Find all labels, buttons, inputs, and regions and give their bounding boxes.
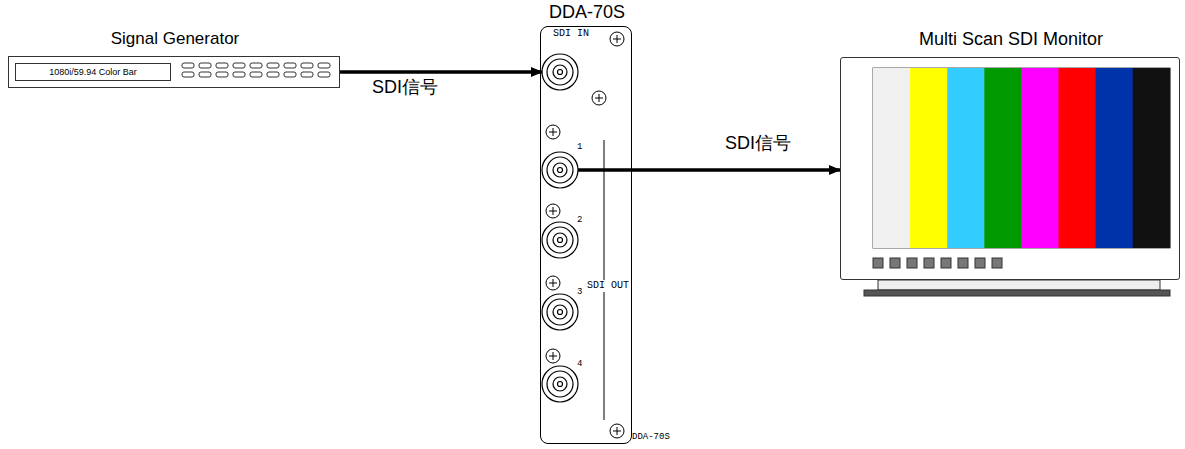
color-bar bbox=[1096, 68, 1134, 248]
port-number: 2 bbox=[577, 216, 582, 225]
screw-cross bbox=[595, 94, 603, 102]
monitor-button bbox=[873, 258, 883, 268]
bnc-pin bbox=[558, 310, 563, 315]
color-bar bbox=[984, 68, 1022, 248]
monitor-button bbox=[907, 258, 917, 268]
generator-button bbox=[182, 63, 194, 68]
generator-button bbox=[233, 72, 245, 77]
color-bar bbox=[1021, 68, 1059, 248]
signal-arrow bbox=[578, 168, 840, 172]
generator-button bbox=[267, 63, 279, 68]
bnc-pin bbox=[558, 70, 563, 75]
dda-card: DDA-70S bbox=[540, 26, 632, 444]
monitor-button bbox=[975, 258, 985, 268]
color-bar bbox=[1133, 68, 1171, 248]
bnc-connectors bbox=[542, 54, 578, 402]
screw bbox=[610, 424, 624, 438]
monitor-button bbox=[924, 258, 934, 268]
bnc-ring bbox=[547, 59, 573, 85]
generator-display: 1080i/59.94 Color Bar bbox=[15, 63, 171, 81]
port-number: 4 bbox=[577, 360, 582, 369]
panel-screws bbox=[546, 32, 624, 438]
node-text: Multi Scan SDI Monitor bbox=[821, 29, 1185, 50]
bnc-outer bbox=[542, 54, 578, 90]
bnc-inner bbox=[553, 163, 567, 177]
screw-cross bbox=[613, 427, 621, 435]
bnc-ring bbox=[547, 157, 573, 183]
generator-button bbox=[301, 63, 313, 68]
bnc-outer bbox=[542, 152, 578, 188]
signal-arrow bbox=[340, 70, 542, 74]
port-number: 1 bbox=[577, 143, 582, 152]
monitor-housing: Multi Scan SDI Monitor bbox=[840, 57, 1180, 280]
monitor-button bbox=[992, 258, 1002, 268]
generator-button bbox=[199, 63, 211, 68]
panel-label: DDA-70S bbox=[632, 433, 670, 442]
generator-button bbox=[284, 63, 296, 68]
bnc-pin bbox=[558, 382, 563, 387]
edge-label: SDI信号 bbox=[372, 78, 438, 96]
generator-button bbox=[216, 63, 228, 68]
port-number: 3 bbox=[577, 288, 582, 297]
monitor-button bbox=[890, 258, 900, 268]
screw bbox=[592, 91, 606, 105]
bnc-ring bbox=[547, 371, 573, 397]
color-bar bbox=[947, 68, 985, 248]
node-text: DDA-70S bbox=[501, 2, 673, 23]
panel-label: SDI OUT bbox=[586, 280, 630, 292]
bnc-inner bbox=[553, 65, 567, 79]
bnc-inner bbox=[553, 233, 567, 247]
generator-button bbox=[301, 72, 313, 77]
generator-button bbox=[318, 63, 330, 68]
screw bbox=[546, 125, 560, 139]
bnc-inner bbox=[553, 377, 567, 391]
generator-button bbox=[182, 72, 194, 77]
generator-buttons bbox=[182, 63, 330, 77]
bnc-pin bbox=[558, 238, 563, 243]
monitor-button bbox=[941, 258, 951, 268]
generator-button bbox=[199, 72, 211, 77]
bnc-ring bbox=[547, 299, 573, 325]
edge-label: SDI信号 bbox=[725, 134, 791, 152]
screw-cross bbox=[549, 207, 557, 215]
monitor-base bbox=[864, 290, 1170, 296]
bnc-outer bbox=[542, 366, 578, 402]
color-bar bbox=[910, 68, 948, 248]
bnc-inner bbox=[553, 305, 567, 319]
color-bar bbox=[1059, 68, 1097, 248]
monitor-buttons bbox=[873, 258, 1002, 268]
color-bar bbox=[873, 68, 911, 248]
bnc-outer bbox=[542, 294, 578, 330]
node-text: 1080i/59.94 Color Bar bbox=[16, 67, 170, 78]
generator-button bbox=[250, 63, 262, 68]
generator-button bbox=[250, 72, 262, 77]
generator-box: Signal Generator1080i/59.94 Color Bar bbox=[8, 56, 340, 88]
generator-button bbox=[284, 72, 296, 77]
generator-button bbox=[233, 63, 245, 68]
node-text: Signal Generator bbox=[9, 29, 341, 49]
screw-cross bbox=[549, 279, 557, 287]
screw bbox=[546, 349, 560, 363]
generator-button bbox=[318, 72, 330, 77]
screw bbox=[610, 32, 624, 46]
bnc-ring bbox=[547, 227, 573, 253]
generator-button bbox=[216, 72, 228, 77]
screw bbox=[546, 204, 560, 218]
screw bbox=[546, 276, 560, 290]
bnc-pin bbox=[558, 168, 563, 173]
monitor-screen bbox=[873, 68, 1170, 248]
generator-button bbox=[267, 72, 279, 77]
screw-cross bbox=[549, 352, 557, 360]
monitor-button bbox=[958, 258, 968, 268]
screw-cross bbox=[613, 35, 621, 43]
bnc-outer bbox=[542, 222, 578, 258]
monitor-stand bbox=[878, 280, 1160, 290]
panel-label: SDI IN bbox=[553, 29, 589, 39]
screw-cross bbox=[549, 128, 557, 136]
